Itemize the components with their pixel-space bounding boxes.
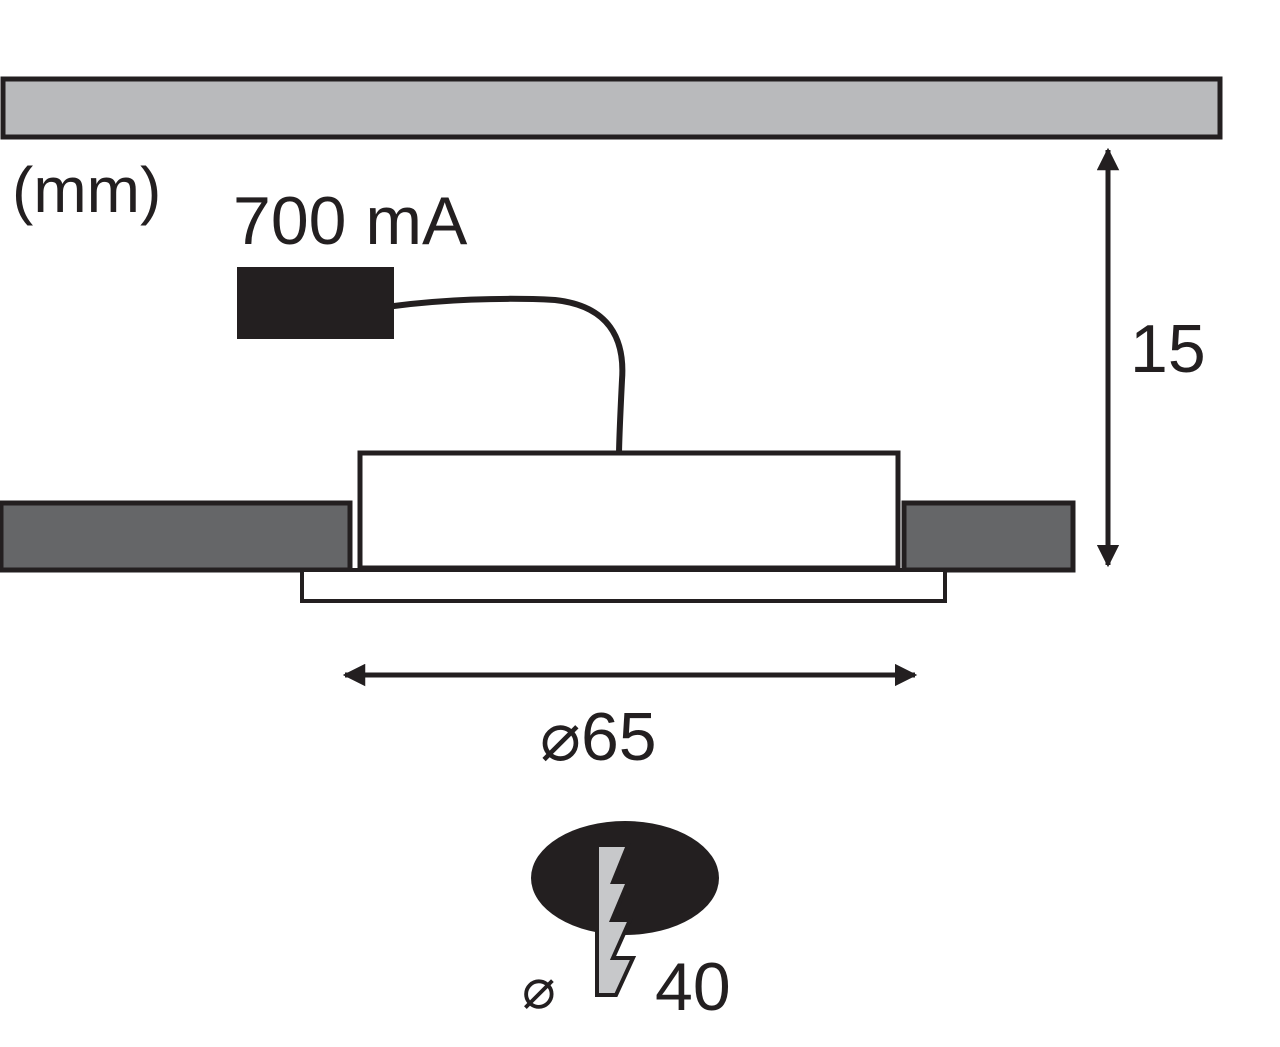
driver-block-icon <box>237 267 394 339</box>
diameter-dimension-label: ⌀65 <box>540 699 657 775</box>
luminaire-body <box>357 450 901 571</box>
cutout-diameter-symbol: ⌀ <box>522 957 556 1020</box>
drill-bit-icon <box>595 843 637 997</box>
cutout-hole-icon <box>531 821 719 935</box>
unit-label: (mm) <box>12 154 161 226</box>
current-label: 700 mA <box>233 183 468 259</box>
luminaire-flange <box>300 568 947 603</box>
ceiling-slab <box>0 76 1223 140</box>
cutout-diameter-label: 40 <box>655 949 731 1025</box>
driver-cable <box>391 295 626 459</box>
ceiling-panel-right <box>901 500 1076 573</box>
height-dimension-label: 15 <box>1130 311 1206 387</box>
ceiling-panel-left <box>0 500 353 573</box>
